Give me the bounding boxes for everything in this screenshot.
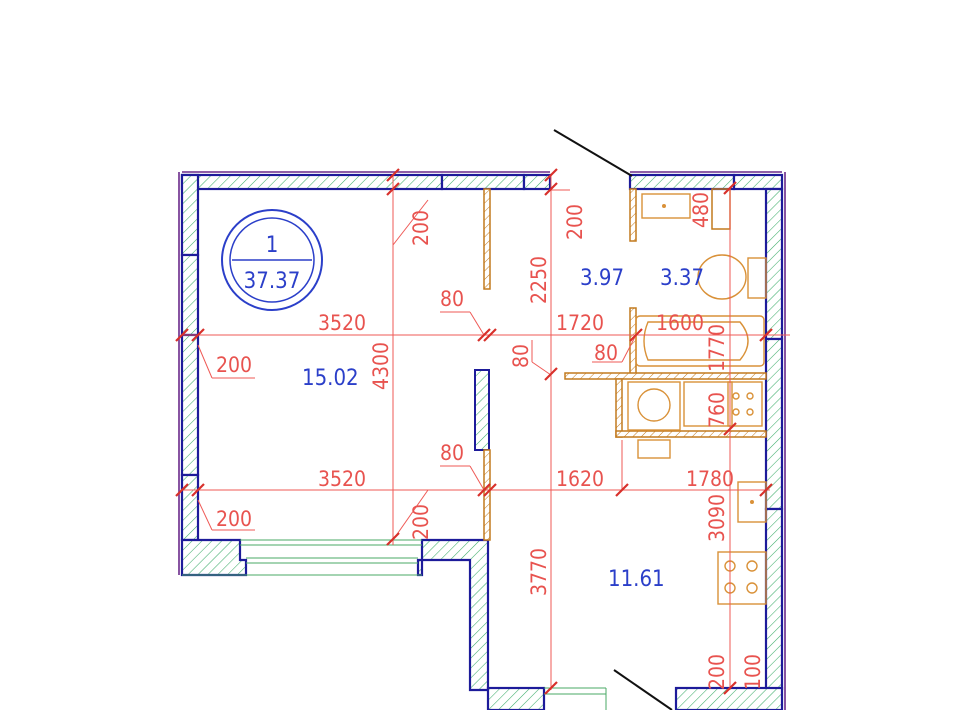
dim-3520-bottom: 3520 <box>318 467 366 491</box>
wall-top-bath <box>628 173 736 191</box>
kitchen-hob <box>717 551 767 605</box>
dim-80-a: 80 <box>440 287 464 311</box>
wall-right-upper <box>764 187 784 341</box>
dim-1720: 1720 <box>556 311 604 335</box>
room-area-corridor: 3.97 <box>580 266 624 291</box>
interior-walls <box>474 188 767 541</box>
facade-lines <box>178 171 786 710</box>
wall-right-mid <box>764 337 784 511</box>
dim-1620: 1620 <box>556 467 604 491</box>
fixtures <box>627 193 767 605</box>
boiler <box>637 439 671 459</box>
pier-bottom-left <box>180 538 248 577</box>
washing-machine <box>627 381 681 431</box>
room-area-kitchen: 11.61 <box>608 567 665 592</box>
entry-line-bottom <box>613 669 673 710</box>
wall-right-lower <box>764 507 784 691</box>
stove-niche <box>683 381 763 427</box>
dim-200-left-a: 200 <box>216 353 252 377</box>
kitchen-sink <box>737 481 767 523</box>
wall-top-mid <box>440 173 526 191</box>
pier-bottom-center <box>416 538 490 692</box>
dim-200-bottom-a: 200 <box>409 504 433 540</box>
room-area-living: 15.02 <box>302 366 359 391</box>
dim-200-bottom-b: 200 <box>705 654 729 690</box>
partition-living-lower <box>474 369 490 451</box>
window-kitchen-bottom <box>544 687 607 710</box>
partition-living-top <box>483 188 491 290</box>
dim-80-d: 80 <box>509 344 533 368</box>
apartment-number: 1 <box>266 233 279 258</box>
dimension-ticks <box>175 168 773 695</box>
dim-3520-top: 3520 <box>318 311 366 335</box>
dim-200-top-a: 200 <box>409 210 433 246</box>
dim-2250: 2250 <box>527 256 551 304</box>
room-area-bathroom: 3.37 <box>660 266 704 291</box>
wall-top-corner <box>732 173 784 191</box>
wall-top-right-stub <box>522 173 552 191</box>
apartment-total-area: 37.37 <box>244 269 301 294</box>
wall-left-lower <box>180 333 200 477</box>
dim-3090: 3090 <box>705 494 729 542</box>
partition-bath-left <box>629 188 637 242</box>
dim-80-b: 80 <box>440 441 464 465</box>
entry-line-top <box>553 129 633 177</box>
wall-left-mid <box>180 253 200 337</box>
dim-3770: 3770 <box>527 548 551 596</box>
partition-shaft <box>711 188 731 230</box>
pier-kitchen-left <box>486 686 546 710</box>
dim-200-top-b: 200 <box>563 204 587 240</box>
dimension-lines <box>182 175 790 690</box>
dim-480: 480 <box>689 192 713 228</box>
wall-left-bottom <box>180 473 200 542</box>
toilet <box>697 254 767 300</box>
dim-80-c: 80 <box>594 341 618 365</box>
wall-top-left <box>180 173 444 191</box>
dim-1600: 1600 <box>656 311 704 335</box>
dim-760: 760 <box>705 392 729 428</box>
apartment-badge: 1 37.37 <box>221 209 323 311</box>
bathroom-sink <box>641 193 691 219</box>
dim-1780: 1780 <box>686 467 734 491</box>
partition-bath-bottom <box>564 372 767 380</box>
dim-200-left-b: 200 <box>216 507 252 531</box>
pier-kitchen-right <box>674 686 784 710</box>
wall-left-upper <box>180 173 200 257</box>
dim-100: 100 <box>741 654 765 690</box>
partition-niche-left <box>615 378 623 438</box>
partition-niche-bottom <box>615 430 767 438</box>
dim-4300: 4300 <box>369 342 393 390</box>
dim-1770: 1770 <box>705 324 729 372</box>
partition-bath-left2 <box>629 307 637 377</box>
